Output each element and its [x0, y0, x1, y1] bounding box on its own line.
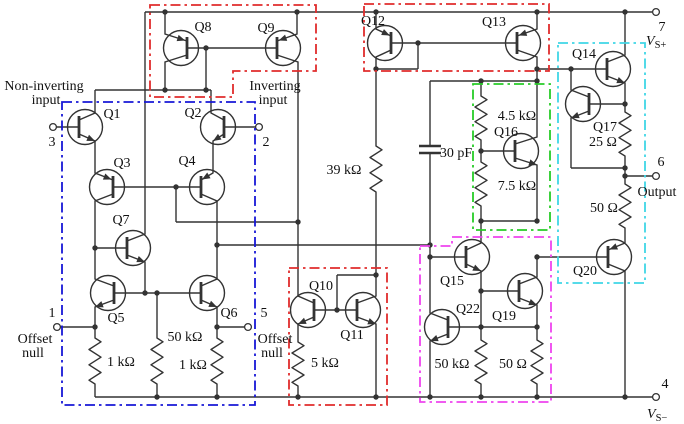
label-inverting-1: Inverting: [249, 79, 300, 94]
label-r5k: 5 kΩ: [311, 356, 339, 371]
label-q14: Q14: [572, 47, 596, 62]
label-q17: Q17: [593, 120, 617, 135]
label-q11: Q11: [340, 328, 364, 343]
wires-layer: [48, 3, 661, 406]
label-q22: Q22: [456, 302, 480, 317]
label-q9: Q9: [257, 21, 274, 36]
label-r1k-right: 1 kΩ: [179, 358, 207, 373]
label-q20: Q20: [573, 264, 597, 279]
pin-2: 2: [263, 135, 270, 150]
pin-1: 1: [49, 306, 56, 321]
label-r50-out: 50 Ω: [590, 201, 618, 216]
label-q19: Q19: [492, 309, 516, 324]
label-r50-protect: 50 Ω: [499, 357, 527, 372]
label-output: Output: [638, 185, 677, 200]
label-q1: Q1: [103, 107, 120, 122]
label-non-inverting-2: input: [32, 93, 61, 108]
label-vs-minus: VS−: [647, 407, 667, 424]
pin-3: 3: [49, 135, 56, 150]
label-q8: Q8: [194, 20, 211, 35]
label-r50k-left: 50 kΩ: [168, 330, 203, 345]
pin-4: 4: [662, 377, 669, 392]
label-q4: Q4: [178, 154, 195, 169]
label-c30pf: 30 pF: [440, 146, 473, 161]
label-q7: Q7: [112, 213, 129, 228]
label-q10: Q10: [309, 279, 333, 294]
pin-5: 5: [261, 306, 268, 321]
label-offset-null-left-2: null: [22, 346, 44, 361]
label-non-inverting-1: Non-inverting: [4, 79, 83, 94]
label-q3: Q3: [113, 156, 130, 171]
label-r50k-protect: 50 kΩ: [435, 357, 470, 372]
label-q13: Q13: [482, 15, 506, 30]
label-q12: Q12: [361, 14, 385, 29]
label-r39k: 39 kΩ: [327, 163, 362, 178]
label-offset-null-right-1: Offset: [258, 332, 293, 347]
label-r25: 25 Ω: [589, 135, 617, 150]
label-offset-null-right-2: null: [261, 346, 283, 361]
label-q16: Q16: [494, 125, 518, 140]
label-q2: Q2: [184, 106, 201, 121]
labels-layer: Q1 Q2 Q3 Q4 Q5 Q6 Q7 Q8 Q9 Q10 Q11 Q12 Q…: [4, 14, 676, 424]
pin-6: 6: [658, 155, 665, 170]
label-q6: Q6: [220, 306, 237, 321]
label-q5: Q5: [107, 311, 124, 326]
label-r1k-left: 1 kΩ: [107, 355, 135, 370]
label-q15: Q15: [440, 274, 464, 289]
label-vs-plus: VS+: [646, 34, 666, 51]
label-r7k5: 7.5 kΩ: [498, 179, 536, 194]
label-inverting-2: input: [259, 93, 288, 108]
label-r4k5: 4.5 kΩ: [498, 109, 536, 124]
label-offset-null-left-1: Offset: [18, 332, 53, 347]
pin-7: 7: [659, 20, 666, 35]
